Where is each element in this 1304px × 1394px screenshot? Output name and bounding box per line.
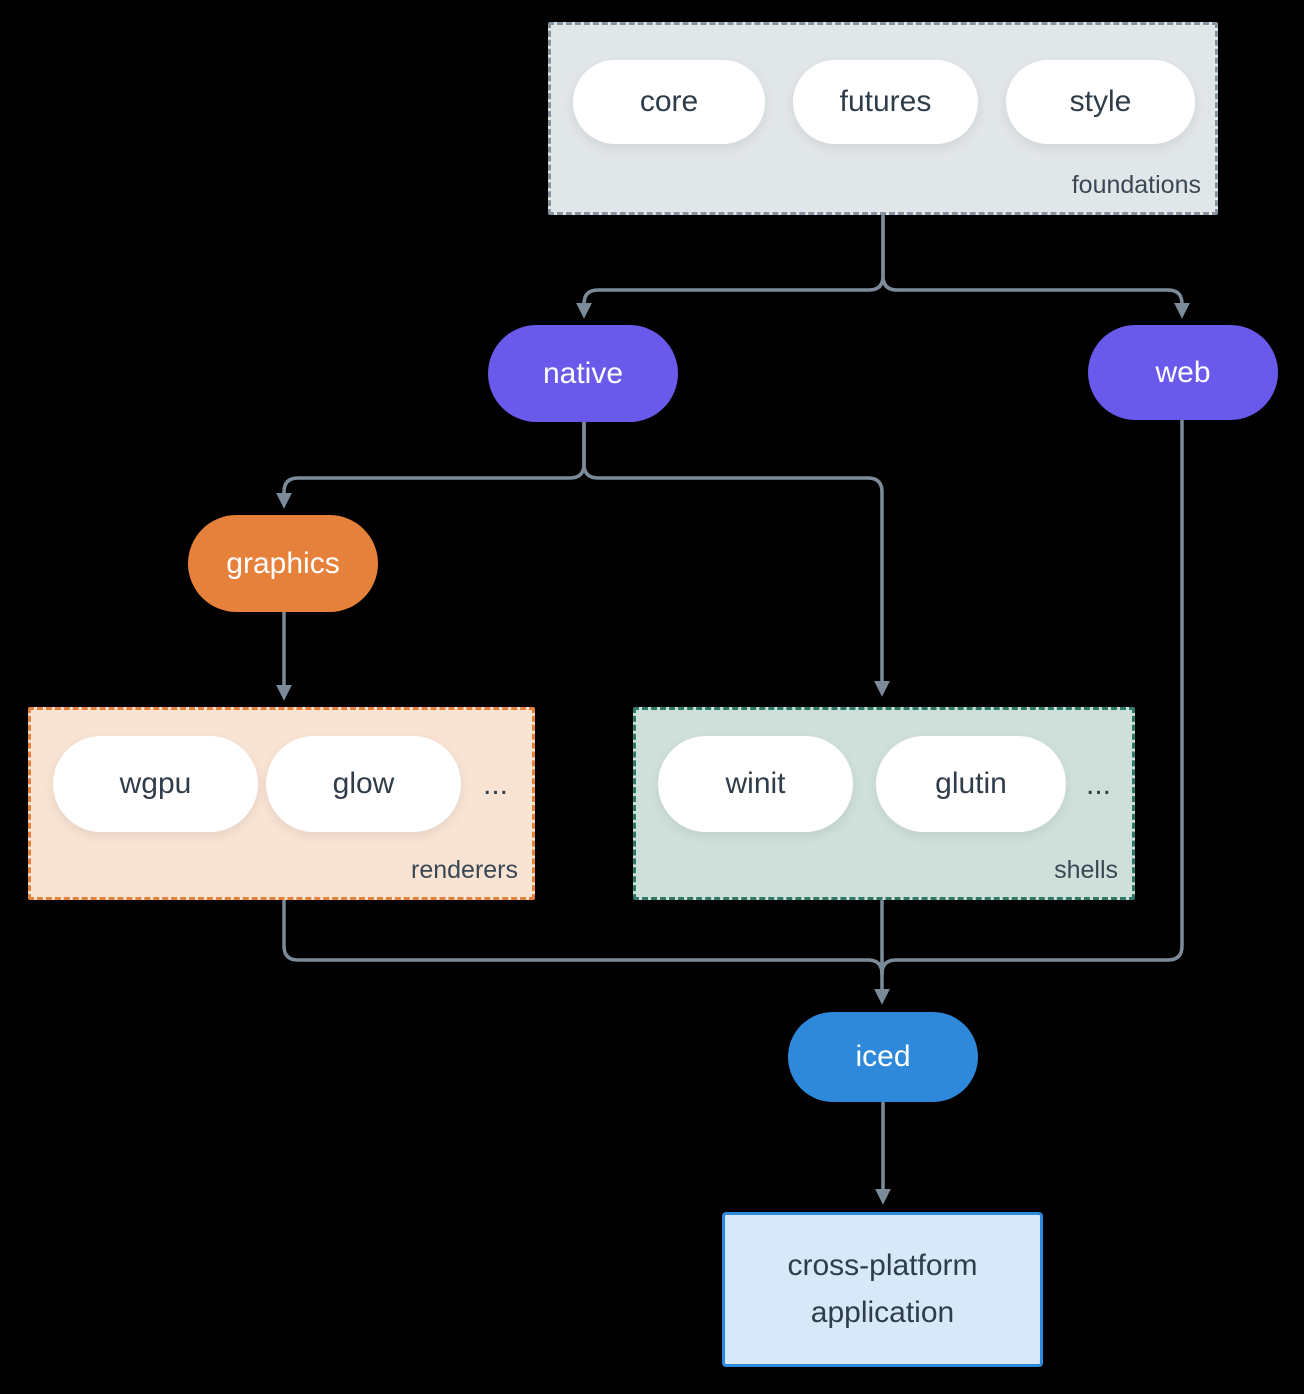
foundations-group: core futures style foundations [548,22,1218,215]
shells-ellipsis: ... [1086,768,1112,801]
node-iced-label: iced [855,1040,911,1073]
node-iced: iced [788,1012,978,1102]
node-winit-label: winit [725,767,786,800]
node-web: web [1088,325,1278,420]
node-wgpu: wgpu [53,736,258,832]
node-application-label-line2: application [810,1295,955,1329]
node-glow-label: glow [332,767,395,800]
node-graphics-label: graphics [226,546,340,580]
edge-renderers-merge [282,899,884,976]
node-native-label: native [542,356,624,390]
node-glutin-label: glutin [935,767,1007,800]
node-futures: futures [793,60,978,144]
shells-group: winit glutin ... shells [633,707,1135,900]
node-web-label: web [1155,355,1211,389]
edge-native-shells [582,420,890,697]
node-glutin: glutin [876,736,1066,832]
node-winit: winit [658,736,853,832]
shells-group-label: shells [1054,856,1118,884]
renderers-group: wgpu glow ... renderers [28,707,535,900]
edge-foundations-native [576,214,885,319]
node-glow: glow [266,736,461,832]
node-application-label-line1: cross-platform [787,1249,978,1282]
node-native: native [488,325,678,422]
node-core-label: core [639,85,699,118]
renderers-ellipsis: ... [483,768,509,801]
node-style-label: style [1069,85,1132,118]
node-futures-label: futures [839,85,932,118]
node-core: core [573,60,765,144]
node-application: cross-platform application [722,1212,1043,1367]
foundations-group-label: foundations [1071,171,1201,199]
node-graphics: graphics [188,515,378,612]
node-style: style [1006,60,1195,144]
node-wgpu-label: wgpu [119,767,192,800]
edge-foundations-web [881,214,1190,319]
edge-native-graphics [276,420,586,509]
renderers-group-label: renderers [411,856,518,884]
